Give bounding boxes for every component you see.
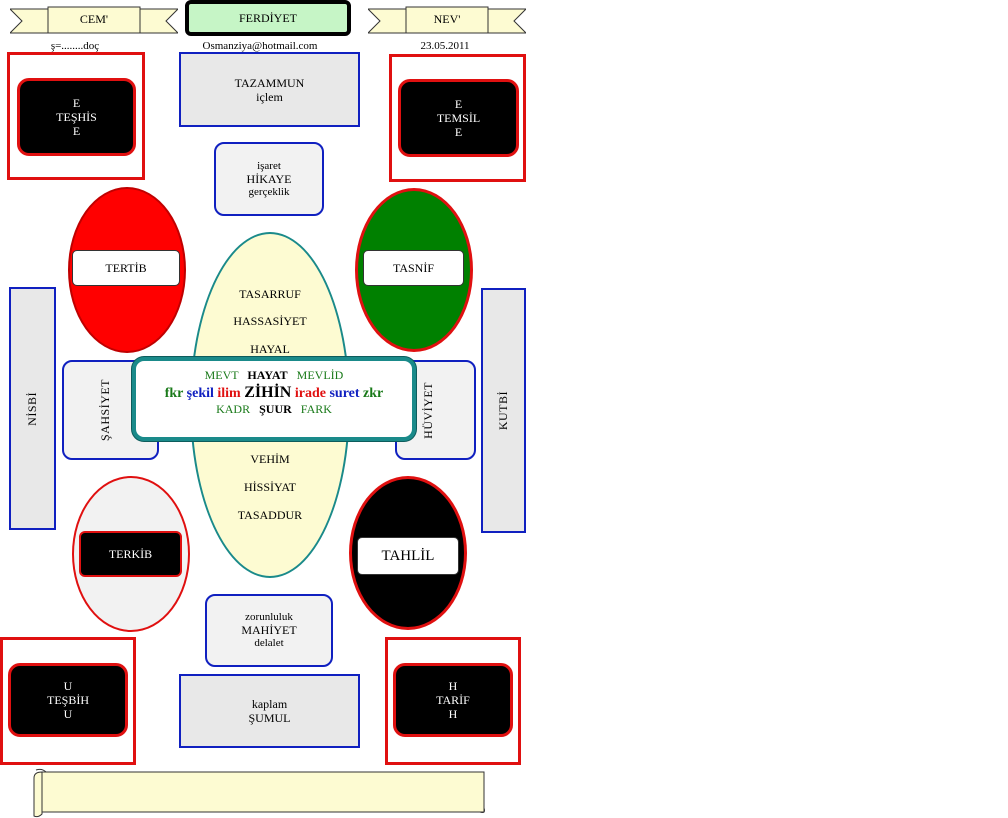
suur-label: ŞUUR <box>259 402 292 416</box>
oval-upper-3: HAYAL <box>250 342 290 356</box>
oval-upper-2: HASSASİYET <box>233 314 307 328</box>
date-text: 23.05.2011 <box>420 39 470 52</box>
oval-lower-1: VEHİM <box>250 452 290 466</box>
teshis-box: E TEŞHİS E <box>17 78 136 156</box>
teshis-line3: E <box>72 124 81 138</box>
center-row1: MEVT HAYAT MEVLİD <box>132 368 416 382</box>
sekil-word: şekil <box>186 386 214 401</box>
left-banner-label: CEM' <box>79 12 109 26</box>
title-label: FERDİYET <box>239 11 297 25</box>
tesbih-line2: TEŞBİH <box>47 693 89 707</box>
isaret-line2: HİKAYE <box>246 171 292 186</box>
tahlil-label: TAHLİL <box>357 537 459 575</box>
zorunluluk-line1: zorunluluk <box>245 611 293 623</box>
zorunluluk-box: zorunluluk MAHİYET delalet <box>205 594 333 667</box>
zorunluluk-line3: delalet <box>254 637 284 649</box>
kaplam-line1: kaplam <box>251 697 288 711</box>
oval-lower-2: HİSSİYAT <box>243 480 296 494</box>
tertib-label: TERTİB <box>72 250 180 286</box>
kadr-label: KADR <box>216 402 251 416</box>
oval-upper-1: TASARRUF <box>239 287 301 301</box>
zkr-word: zkr <box>363 386 384 401</box>
tarif-box: H TARİF H <box>393 663 513 737</box>
hayat-label: HAYAT <box>247 368 288 382</box>
terkib-label: TERKİB <box>79 531 182 577</box>
suret-word: suret <box>329 386 360 401</box>
title-box: FERDİYET <box>185 0 351 36</box>
temsil-box: E TEMSİL E <box>398 79 519 157</box>
isaret-line3: gerçeklik <box>248 185 290 198</box>
sahsiyet-label: ŞAHSİYET <box>98 378 112 441</box>
ilim-word: ilim <box>217 386 241 401</box>
fark-label: FARK <box>300 402 332 416</box>
kutbi-bar: KUTBİ <box>481 288 526 533</box>
center-row2: fkr şekil ilim ZİHİN irade suret zkr <box>132 384 416 403</box>
nisbi-bar: NİSBİ <box>9 287 56 530</box>
tasnif-label: TASNİF <box>363 250 464 286</box>
right-banner-label: NEV' <box>433 12 461 26</box>
mevlid-label: MEVLİD <box>296 368 344 382</box>
tesbih-line3: U <box>63 707 73 721</box>
teshis-line1: E <box>72 96 81 110</box>
nisbi-label: NİSBİ <box>25 391 39 426</box>
kaplam-line2: ŞUMUL <box>248 711 291 725</box>
center-row3: KADR ŞUUR FARK <box>132 402 416 416</box>
tazammun-sub: içlem <box>256 89 283 104</box>
irade-word: irade <box>294 386 326 401</box>
kutbi-label: KUTBİ <box>496 390 510 431</box>
oval-lower-3: TASADDUR <box>237 508 303 522</box>
isaret-line1: işaret <box>257 159 281 172</box>
fkr-word: fkr <box>164 386 184 401</box>
zorunluluk-line2: MAHİYET <box>241 623 297 637</box>
tarif-line3: H <box>448 707 458 721</box>
zihin-word: ZİHİN <box>244 384 292 401</box>
teshis-line2: TEŞHİS <box>56 110 97 124</box>
email-text: Osmanziya@hotmail.com <box>202 39 318 52</box>
mevt-label: MEVT <box>204 368 239 382</box>
huviyet-label: HÜVİYET <box>421 381 435 439</box>
isaret-box: işaret HİKAYE gerçeklik <box>214 142 324 216</box>
bottom-scroll <box>33 768 485 818</box>
temsil-line2: TEMSİL <box>436 111 481 125</box>
right-banner <box>368 6 526 34</box>
left-subtext: ş=........doç <box>50 39 100 52</box>
tazammun-title: TAZAMMUN <box>234 75 305 90</box>
tarif-line1: H <box>448 679 458 693</box>
left-banner <box>10 6 178 34</box>
tesbih-box: U TEŞBİH U <box>8 663 128 737</box>
center-box <box>132 357 416 441</box>
tazammun-box: TAZAMMUN içlem <box>179 52 360 127</box>
kaplam-box: kaplam ŞUMUL <box>179 674 360 748</box>
tesbih-line1: U <box>63 679 73 693</box>
temsil-line1: E <box>454 97 463 111</box>
temsil-line3: E <box>454 125 463 139</box>
tarif-line2: TARİF <box>436 693 470 707</box>
